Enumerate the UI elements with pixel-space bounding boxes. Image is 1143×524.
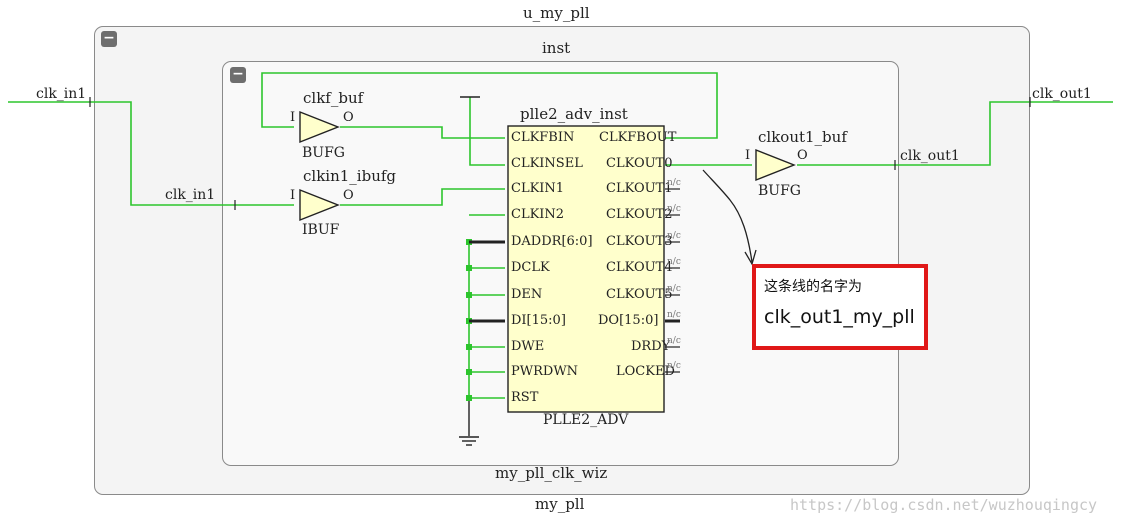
pll-pin-right: CLKOUT2 [606,207,673,222]
collapse-outer-icon[interactable]: − [101,31,117,47]
clkout1-buf-out-pin: O [797,148,808,163]
nc-marker: n/c [667,361,681,371]
pll-pin-left: CLKIN2 [511,207,565,222]
clkout1-buf-triangle [755,148,796,182]
pll-pin-right: CLKOUT4 [606,260,673,275]
net-label-clk-in1-inner: clk_in1 [165,187,216,203]
annotation-box: 这条线的名字为 clk_out1_my_pll [752,264,928,350]
inner-module-bottom-label: my_pll_clk_wiz [495,464,608,482]
wire-clk-in1 [8,101,294,206]
clkf-buf-name: clkf_buf [303,89,364,107]
clkin1-ibufg-name: clkin1_ibufg [303,167,397,185]
net-label-clk-in1-outer: clk_in1 [36,86,87,102]
wire-ibuf-to-clkin1 [340,188,505,206]
annotation-line2: clk_out1_my_pll [764,306,915,328]
nc-marker: n/c [667,231,681,241]
clkf-buf-type: BUFG [302,145,345,161]
collapse-inner-icon[interactable]: − [230,67,246,83]
pll-pin-right: CLKOUT1 [606,181,673,196]
pll-pin-left: DEN [511,287,543,302]
ibuf-triangle [299,188,340,222]
clkin1-ibufg-out-pin: O [343,188,354,203]
clkin1-ibufg-in-pin: I [290,188,296,203]
outer-module-title: u_my_pll [523,4,590,22]
pll-pin-right: CLKOUT0 [606,156,673,171]
pll-pin-left: CLKIN1 [511,181,565,196]
clkout1-buf-type: BUFG [758,183,801,199]
clkin1-ibufg-type: IBUF [302,222,340,238]
clkf-buf-in-pin: I [290,110,296,125]
clkf-buf-out-pin: O [343,110,354,125]
pll-pin-left: DWE [511,339,545,354]
pll-pin-left: RST [511,390,539,405]
nc-marker: n/c [667,284,681,294]
wire-feedback [261,72,718,139]
pll-pin-left: DADDR[6:0] [511,234,593,249]
pll-pin-right: DO[15:0] [598,313,659,328]
annotation-arrow [702,169,753,263]
pll-instance-name: plle2_adv_inst [520,105,628,123]
pll-pin-right: DRDY [631,339,671,354]
nc-marker: n/c [667,204,681,214]
nc-marker: n/c [667,336,681,346]
pll-pin-right: CLKOUT3 [606,234,673,249]
nc-marker: n/c [667,257,681,267]
pll-pin-left: DI[15:0] [511,313,566,328]
clkout1-buf-name: clkout1_buf [758,128,847,146]
nc-marker: n/c [667,178,681,188]
watermark: https://blog.csdn.net/wuzhouqingcy [790,496,1098,514]
pll-pin-right: LOCKED [616,364,675,379]
wire-clk-out1 [797,101,1113,166]
pll-block [507,125,665,413]
outer-module-bottom-label: my_pll [535,495,585,513]
nc-marker: n/c [667,310,681,320]
net-label-clk-out1-outer: clk_out1 [1032,86,1092,102]
pll-type-label: PLLE2_ADV [543,412,629,428]
pll-pin-left: CLKINSEL [511,156,583,171]
pll-pin-left: DCLK [511,260,550,275]
pll-pin-left: PWRDWN [511,364,579,379]
pll-pin-left: CLKFBIN [511,130,575,145]
clkf-buf-triangle [299,110,340,144]
clkout1-buf-in-pin: I [745,148,751,163]
inner-module-title: inst [542,39,571,57]
annotation-line1: 这条线的名字为 [764,279,862,295]
pll-pin-right: CLKFBOUT [599,130,677,145]
net-label-clk-out1-inner: clk_out1 [900,148,960,164]
wire-clkf-to-clkfbin [340,126,505,139]
pll-pin-right: CLKOUT5 [606,287,673,302]
